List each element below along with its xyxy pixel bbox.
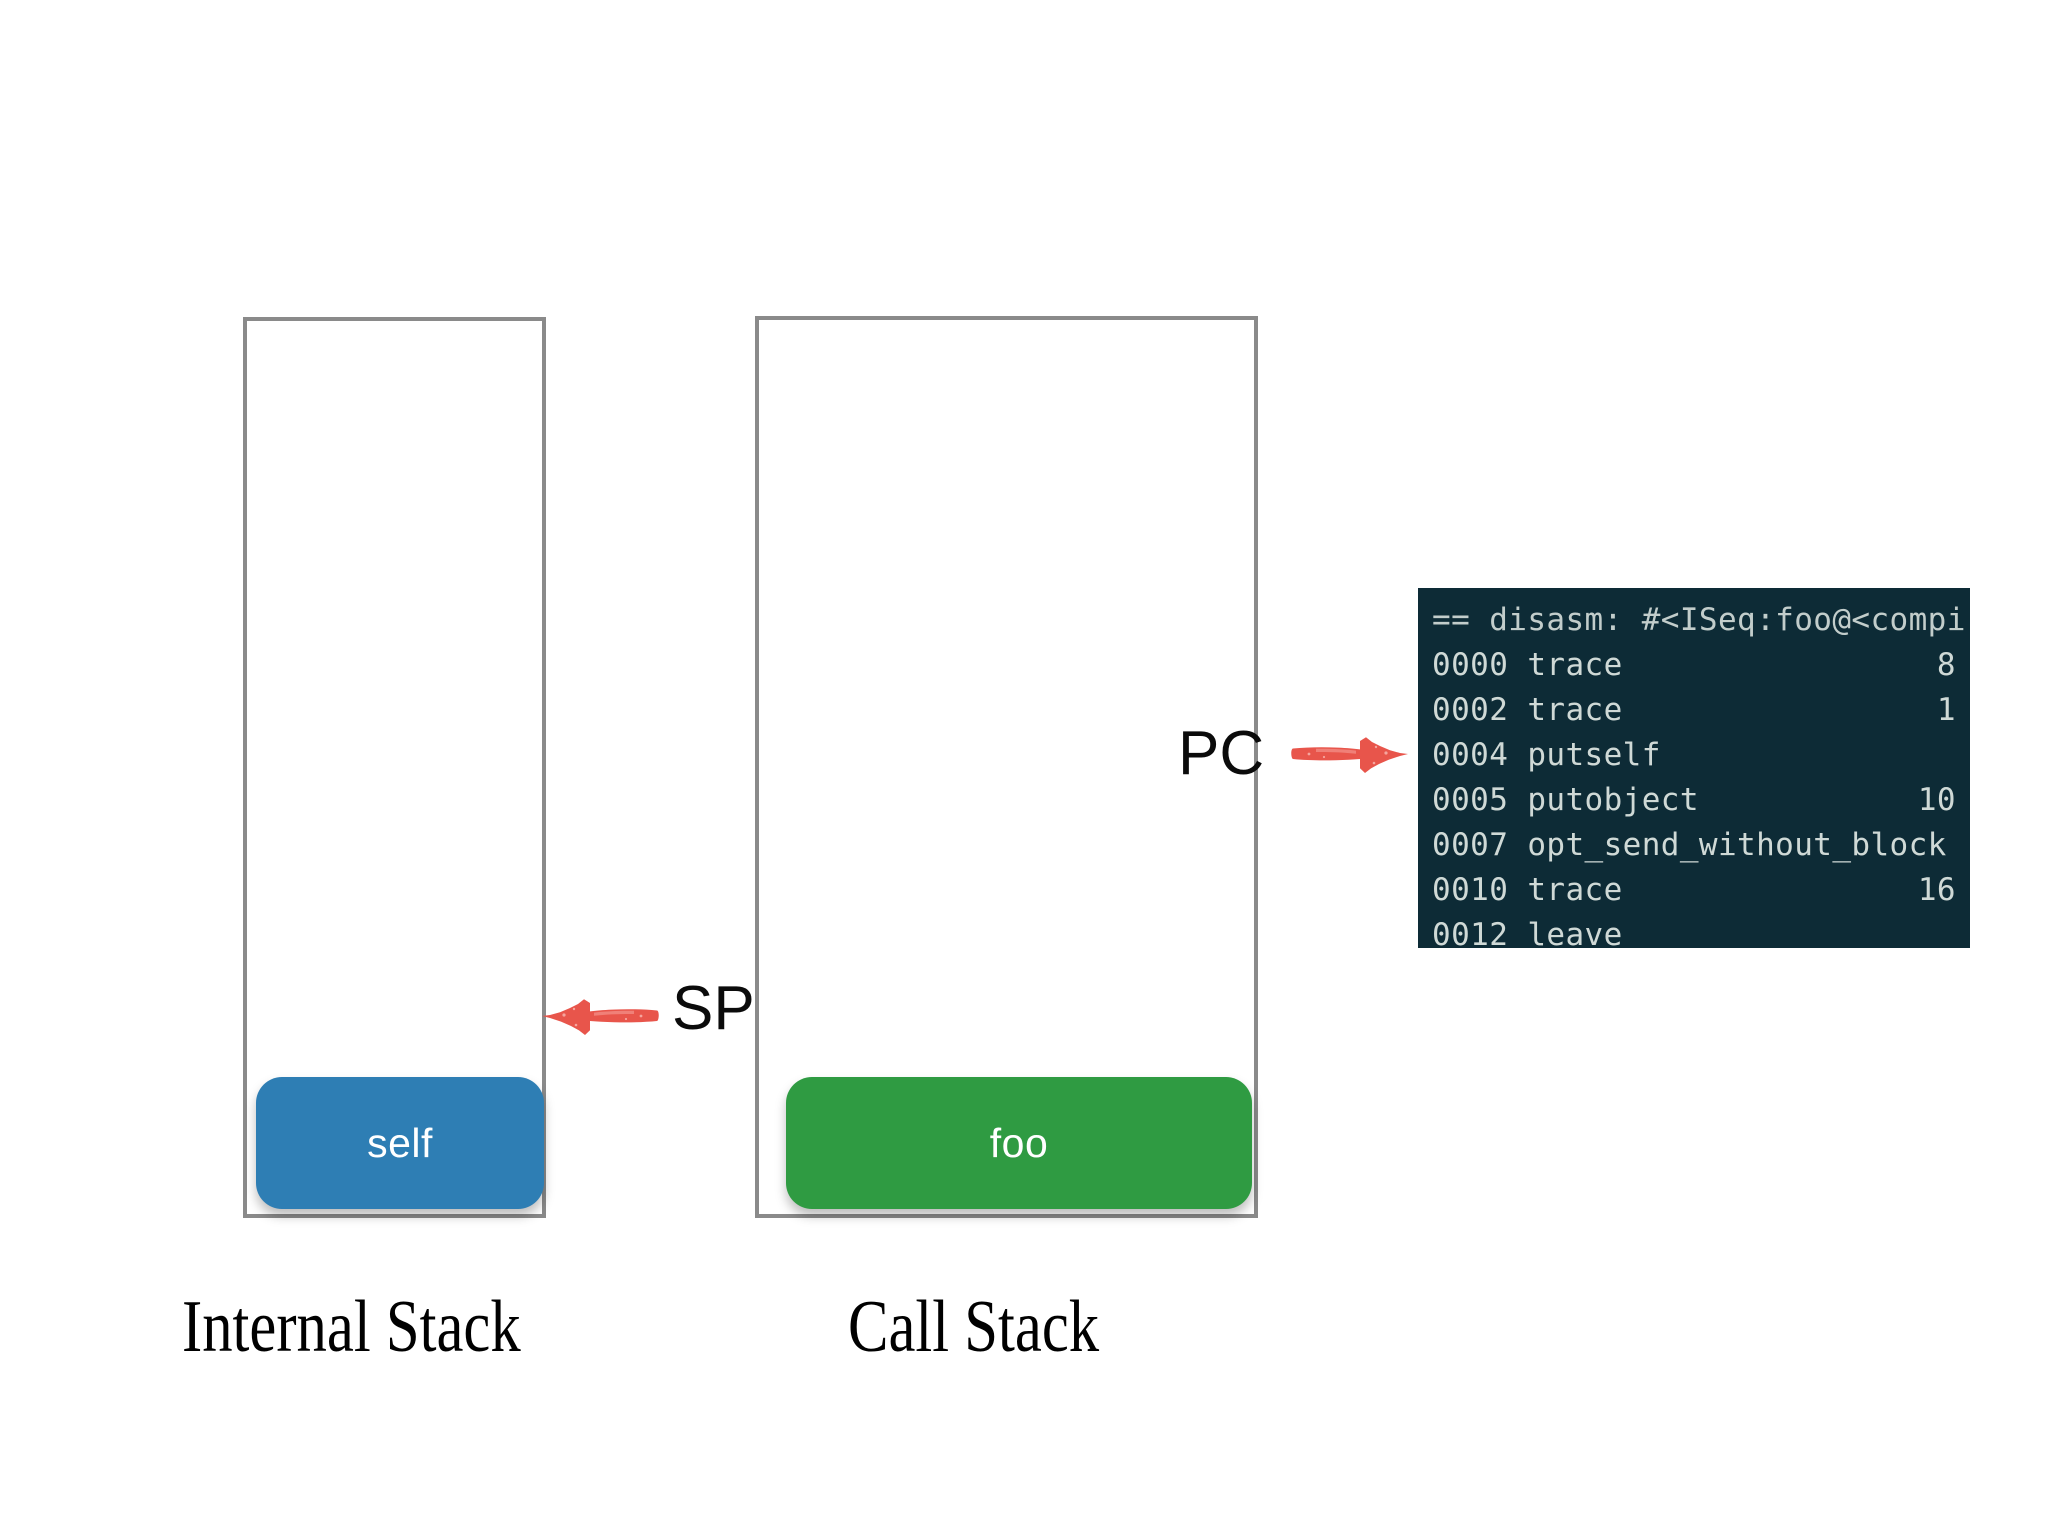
disasm-line: 0012 leave bbox=[1418, 913, 1970, 948]
stack-entry-self[interactable]: self bbox=[256, 1077, 544, 1209]
disasm-opcode: leave bbox=[1508, 917, 1623, 948]
disasm-opcode: trace bbox=[1508, 872, 1623, 908]
disasm-address: 0005 bbox=[1432, 782, 1509, 818]
disasm-operand: 1 bbox=[1936, 692, 1956, 728]
disasm-line: 0000 trace 8 bbox=[1418, 643, 1970, 688]
arrow-right-icon bbox=[1290, 723, 1410, 783]
disasm-address: 0002 bbox=[1432, 692, 1509, 728]
call-stack-frame bbox=[755, 316, 1258, 1218]
arrow-left-icon bbox=[540, 985, 660, 1045]
pointer-label-pc: PC bbox=[1178, 719, 1265, 788]
disasm-address: 0004 bbox=[1432, 737, 1509, 773]
internal-stack-caption: Internal Stack bbox=[182, 1286, 521, 1368]
disasm-operand: 16 bbox=[1917, 872, 1956, 908]
disasm-line: 0002 trace 1 bbox=[1418, 688, 1970, 733]
disasm-opcode: trace bbox=[1508, 647, 1623, 683]
disasm-address: 0000 bbox=[1432, 647, 1509, 683]
disasm-operand: 8 bbox=[1936, 647, 1956, 683]
disasm-opcode: putself bbox=[1508, 737, 1661, 773]
disasm-address: 0007 bbox=[1432, 827, 1509, 863]
internal-stack-frame bbox=[243, 317, 546, 1218]
disasm-opcode: putobject bbox=[1508, 782, 1699, 818]
stack-entry-foo[interactable]: foo bbox=[786, 1077, 1252, 1209]
disasm-header: == disasm: #<ISeq:foo@<compi bbox=[1432, 602, 1966, 638]
disasm-line: 0007 opt_send_without_block bbox=[1418, 823, 1970, 868]
disasm-operand: 10 bbox=[1917, 782, 1956, 818]
disasm-line: 0005 putobject 10 bbox=[1418, 778, 1970, 823]
disasm-address: 0010 bbox=[1432, 872, 1509, 908]
disasm-opcode: trace bbox=[1508, 692, 1623, 728]
disasm-line: 0010 trace 16 bbox=[1418, 868, 1970, 913]
disasm-opcode: opt_send_without_block bbox=[1508, 827, 1947, 863]
call-stack-caption: Call Stack bbox=[848, 1286, 1100, 1368]
disasm-address: 0012 bbox=[1432, 917, 1509, 948]
disasm-line: 0004 putself bbox=[1418, 733, 1970, 778]
pointer-label-sp: SP bbox=[672, 974, 755, 1043]
disasm-panel: == disasm: #<ISeq:foo@<compi 0000 trace 8… bbox=[1418, 588, 1970, 948]
